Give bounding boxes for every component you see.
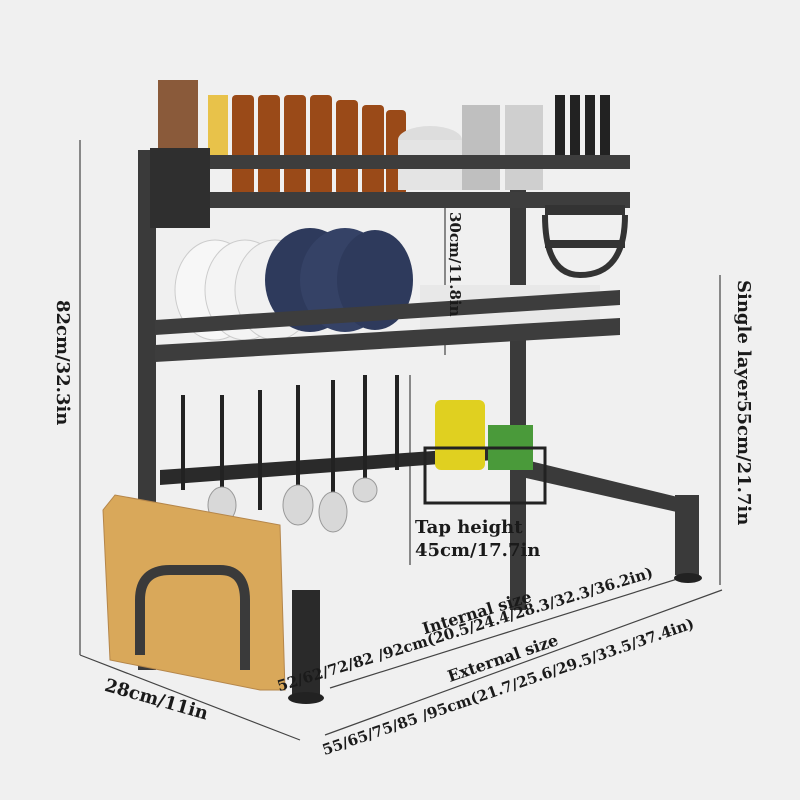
foot-pad	[288, 692, 324, 704]
utensil-hook-bar	[160, 445, 520, 485]
cup-holder	[542, 214, 628, 279]
middle-shelf-lower-rail	[155, 318, 620, 362]
shelf-gap-label: 30cm/11.8in	[446, 212, 464, 317]
tap-height-title: Tap height	[415, 517, 523, 538]
cutting-board-holder	[135, 565, 250, 670]
external-dimension-line	[324, 589, 723, 736]
knife-holder-rail	[545, 205, 625, 215]
front-right-leg	[292, 590, 320, 695]
chopstick-holder	[150, 148, 210, 228]
internal-dimension-line	[329, 574, 691, 689]
single-layer-label: Single layer55cm/21.7in	[733, 280, 754, 526]
hanging-utensils	[181, 375, 399, 510]
top-shelf-items	[158, 80, 610, 195]
height-label: 82cm/32.3in	[52, 300, 73, 426]
top-shelf-front-rail	[210, 155, 630, 169]
cutting-board	[102, 494, 286, 691]
detergent-bottle	[435, 400, 485, 470]
foot-pad-right	[674, 573, 702, 583]
top-shelf-lower-rail	[210, 192, 630, 208]
sponge-basket	[423, 446, 547, 505]
middle-shelf-front-rail	[155, 290, 620, 335]
depth-dimension-line	[79, 654, 301, 741]
tap-height-value: 45cm/17.7in	[415, 540, 541, 561]
right-base-bar	[526, 460, 690, 515]
